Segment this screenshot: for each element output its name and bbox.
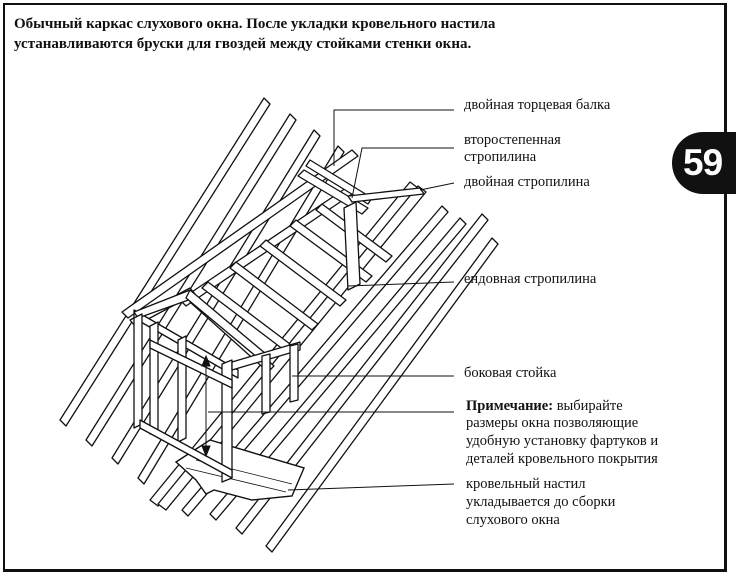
roof-rafter <box>235 213 489 535</box>
front-stud <box>177 335 187 443</box>
roof-rafter <box>181 205 449 517</box>
page-number-badge: 59 <box>672 132 736 194</box>
note-line-3: удобную установку фартуков и <box>466 433 659 449</box>
roof-rafter <box>209 217 467 521</box>
end-beam-upper <box>297 169 369 215</box>
dormer-rafter <box>229 261 319 331</box>
caption-line-1: Обычный каркас слухового окна. После укл… <box>14 16 496 32</box>
note-line-0: Примечание: выбирайте <box>466 397 623 416</box>
page-number: 59 <box>683 142 723 183</box>
deck-line-2: укладывается до сборки <box>466 494 616 510</box>
side-stud <box>289 343 299 403</box>
label-valley-rafter: ендовная стропилина <box>464 271 597 287</box>
note-title: Примечание: <box>466 398 554 414</box>
roof-rafter <box>265 237 499 553</box>
end-beam-lower <box>305 159 373 205</box>
front-stud <box>149 321 159 435</box>
label-secondary-rafter-2: стропилина <box>464 149 537 165</box>
front-stud <box>133 313 143 429</box>
side-stud <box>261 353 271 415</box>
valley-rafter <box>347 187 425 203</box>
sill <box>139 419 233 479</box>
deck-line-3: слухового окна <box>466 512 560 528</box>
header <box>149 339 233 389</box>
roof-deck <box>174 439 305 501</box>
label-end-beam: двойная торцевая балка <box>464 97 611 113</box>
label-secondary-rafter-1: второстепенная <box>464 132 561 148</box>
secondary-rafter <box>343 201 361 291</box>
note-line-1: выбирайте <box>556 398 623 414</box>
deck-line-1: кровельный настил <box>466 476 586 492</box>
double-rafter-left <box>121 149 359 319</box>
figure-caption: Обычный каркас слухового окна. После укл… <box>14 14 654 54</box>
note-line-2: размеры окна позволяющие <box>466 415 639 431</box>
label-side-stud: боковая стойка <box>464 365 557 381</box>
label-double-rafter: двойная стропилина <box>464 174 590 190</box>
note-line-4: деталей кровельного покрытия <box>466 451 658 467</box>
roof-rafter <box>59 97 271 427</box>
caption-line-2: устанавливаются бруски для гвоздей между… <box>14 36 472 52</box>
page-frame <box>3 3 727 572</box>
dormer-rafter <box>259 239 347 307</box>
